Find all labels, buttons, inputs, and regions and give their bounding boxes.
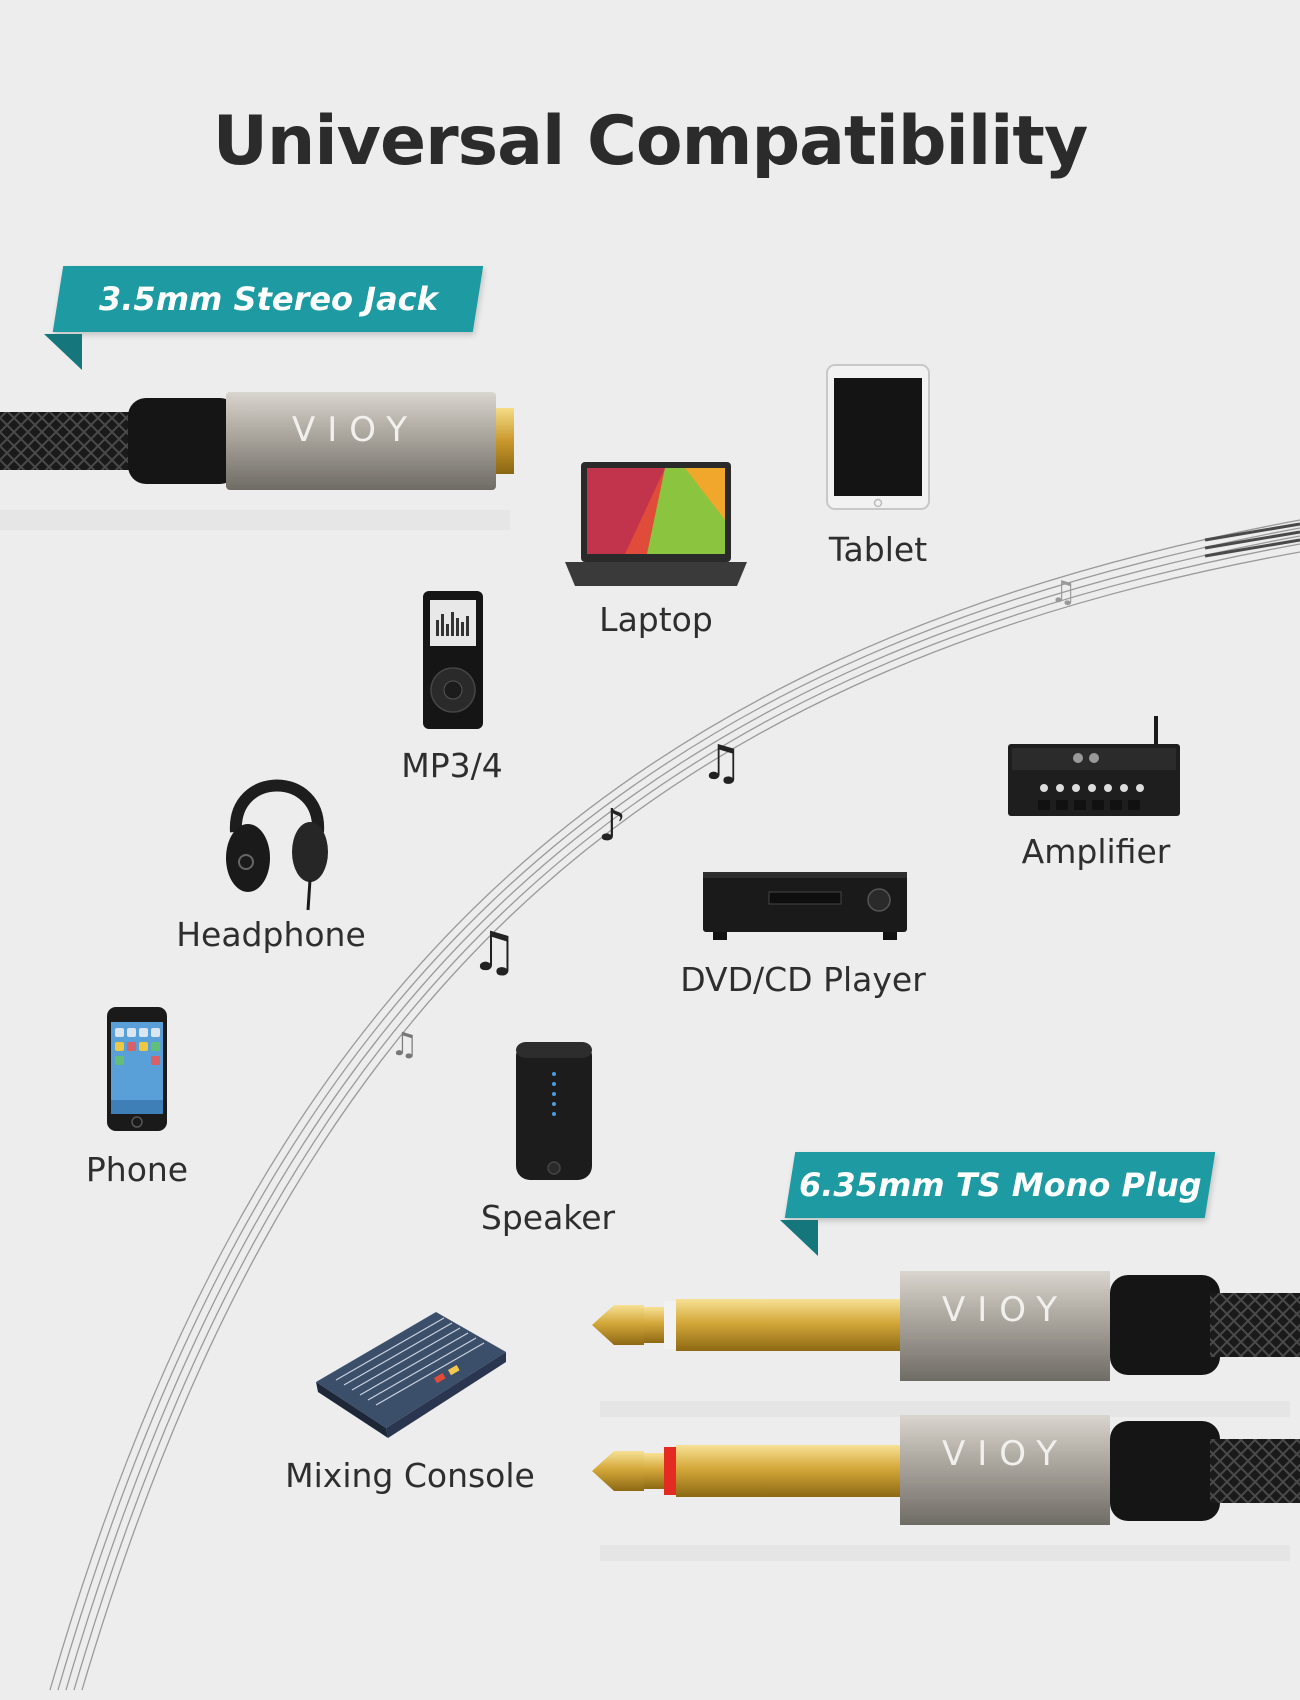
device-label-mixer: Mixing Console <box>285 1456 535 1495</box>
device-label-laptop: Laptop <box>599 600 713 639</box>
brand-logo: VIOY <box>292 410 419 450</box>
mixing-console-icon <box>316 1312 506 1438</box>
plug-top <box>592 1271 1300 1417</box>
amplifier-icon <box>1008 716 1180 816</box>
speaker-icon <box>516 1042 592 1180</box>
phone-icon <box>107 1007 167 1131</box>
device-label-mp3: MP3/4 <box>401 746 503 785</box>
music-note-icon: ♫ <box>700 735 744 791</box>
device-label-headphone: Headphone <box>176 915 366 954</box>
banner-tail <box>44 334 82 370</box>
music-note-icon: ♫ <box>1050 575 1077 610</box>
brand-logo: VIOY <box>942 1434 1069 1474</box>
mp3-player-icon <box>423 591 483 729</box>
banner-stereo-jack: 3.5mm Stereo Jack <box>52 266 484 332</box>
device-label-dvd: DVD/CD Player <box>680 960 926 999</box>
mono-plug-connectors <box>592 1271 1300 1561</box>
banner-tail <box>780 1220 818 1256</box>
banner-stereo-jack-label: 3.5mm Stereo Jack <box>98 280 438 318</box>
plug-bottom <box>592 1415 1300 1561</box>
banner-mono-plug: 6.35mm TS Mono Plug <box>784 1152 1216 1218</box>
device-label-phone: Phone <box>85 1150 189 1189</box>
dvd-player-icon <box>703 872 907 940</box>
music-note-icon: ♫ <box>390 1025 419 1063</box>
device-label-speaker: Speaker <box>480 1198 616 1237</box>
headphone-icon <box>226 779 328 911</box>
laptop-icon <box>565 462 747 586</box>
device-label-amplifier: Amplifier <box>1021 832 1171 871</box>
brand-logo: VIOY <box>942 1290 1069 1330</box>
page-title: Universal Compatibility <box>212 102 1089 181</box>
music-note-icon: ♪ <box>598 800 627 851</box>
tablet-icon <box>826 364 930 510</box>
music-note-icon: ♫ <box>470 920 519 983</box>
banner-mono-plug-label: 6.35mm TS Mono Plug <box>798 1166 1202 1204</box>
device-label-tablet: Tablet <box>828 530 928 569</box>
stereo-jack-connector <box>0 392 514 530</box>
